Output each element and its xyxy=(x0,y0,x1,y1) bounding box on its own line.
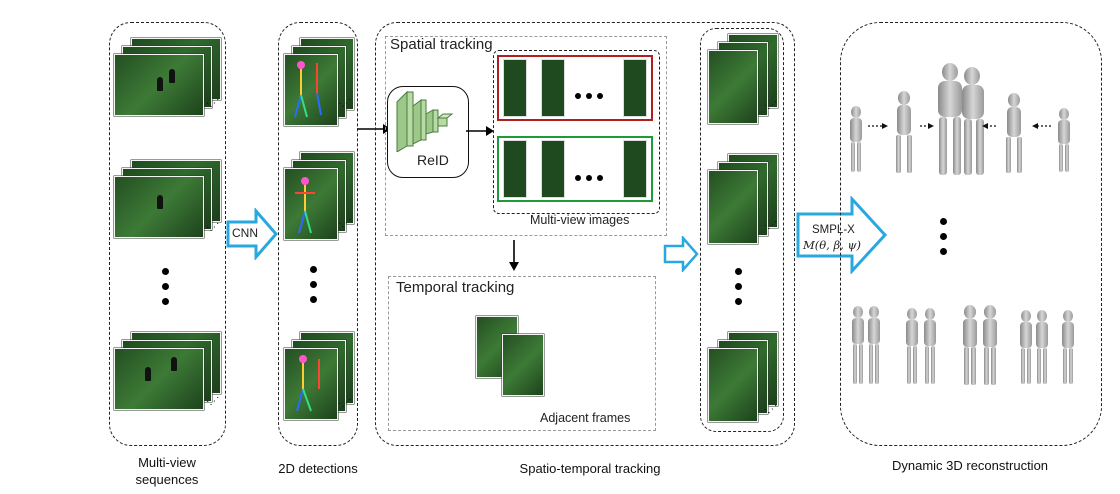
detection-frame xyxy=(284,168,338,240)
temporal-frame xyxy=(502,334,544,396)
tracked-frame xyxy=(708,170,758,244)
multi-view-images-label: Multi-view images xyxy=(530,213,630,227)
detection-frame xyxy=(284,54,338,126)
stack-ellipsis: ·⋰ xyxy=(764,404,778,415)
stack-ellipsis: ·⋰ xyxy=(764,100,778,111)
vertical-ellipsis xyxy=(162,268,170,313)
vertical-ellipsis xyxy=(310,266,318,311)
smplx-label: SMPL-X xyxy=(812,224,855,236)
cnn-block-icon xyxy=(396,90,454,152)
tracked-frame xyxy=(708,348,758,422)
video-frame xyxy=(114,54,204,116)
horizontal-ellipsis xyxy=(575,86,608,99)
person-crop xyxy=(503,140,527,198)
stack-ellipsis: ·⋰ xyxy=(338,398,352,409)
vertical-ellipsis xyxy=(735,268,743,313)
arrow-right-icon xyxy=(466,126,494,136)
temporal-tracking-label: Temporal tracking xyxy=(396,279,515,296)
spatial-tracking-box xyxy=(385,36,667,236)
multi-view-images-box xyxy=(493,50,660,214)
tracking-output-arrow-icon xyxy=(663,236,699,272)
tracked-frame xyxy=(708,50,758,124)
person-crop xyxy=(503,59,527,117)
stack-ellipsis: ·⋰ xyxy=(206,222,220,233)
person-crop xyxy=(623,140,647,198)
spatio-temporal-panel xyxy=(375,22,795,446)
reconstruction-caption: Dynamic 3D reconstruction xyxy=(891,458,1049,473)
vertical-ellipsis xyxy=(940,218,948,263)
human-mesh-groups xyxy=(852,305,1074,385)
red-identity-group xyxy=(497,55,653,121)
multi-view-sequences-panel xyxy=(109,22,226,446)
horizontal-ellipsis xyxy=(575,168,608,181)
green-identity-group xyxy=(497,136,653,202)
video-frame xyxy=(114,176,204,238)
detections-panel xyxy=(278,22,358,446)
arrow-down-icon xyxy=(509,240,519,271)
spatial-tracking-label: Spatial tracking xyxy=(390,36,493,53)
adjacent-frames-label: Adjacent frames xyxy=(540,411,631,425)
stack-ellipsis: ·⋰ xyxy=(338,98,352,109)
stack-ellipsis: ·⋰ xyxy=(338,218,352,229)
human-mesh-sequence xyxy=(850,63,1070,175)
video-frame xyxy=(114,348,204,410)
smplx-formula: M(θ, β, ψ) xyxy=(803,238,861,252)
stack-ellipsis: ·⋰ xyxy=(206,396,220,407)
cnn-arrow-icon xyxy=(226,208,278,260)
tracked-frames-panel xyxy=(700,28,784,432)
detection-frame xyxy=(284,348,338,420)
temporal-tracking-box xyxy=(388,276,656,431)
reid-label: ReID xyxy=(417,152,449,168)
person-crop xyxy=(541,140,565,198)
cnn-label: CNN xyxy=(232,226,258,240)
person-crop xyxy=(541,59,565,117)
tracking-caption: Spatio-temporal tracking xyxy=(519,461,661,476)
smplx-arrow-icon xyxy=(796,196,888,274)
reconstruction-panel xyxy=(840,22,1102,446)
person-crop xyxy=(623,59,647,117)
stack-ellipsis: ·⋰ xyxy=(206,98,220,109)
stack-ellipsis: ·⋰ xyxy=(764,220,778,231)
multi-view-caption: Multi-view sequences xyxy=(135,455,199,487)
detections-caption: 2D detections xyxy=(278,461,358,476)
